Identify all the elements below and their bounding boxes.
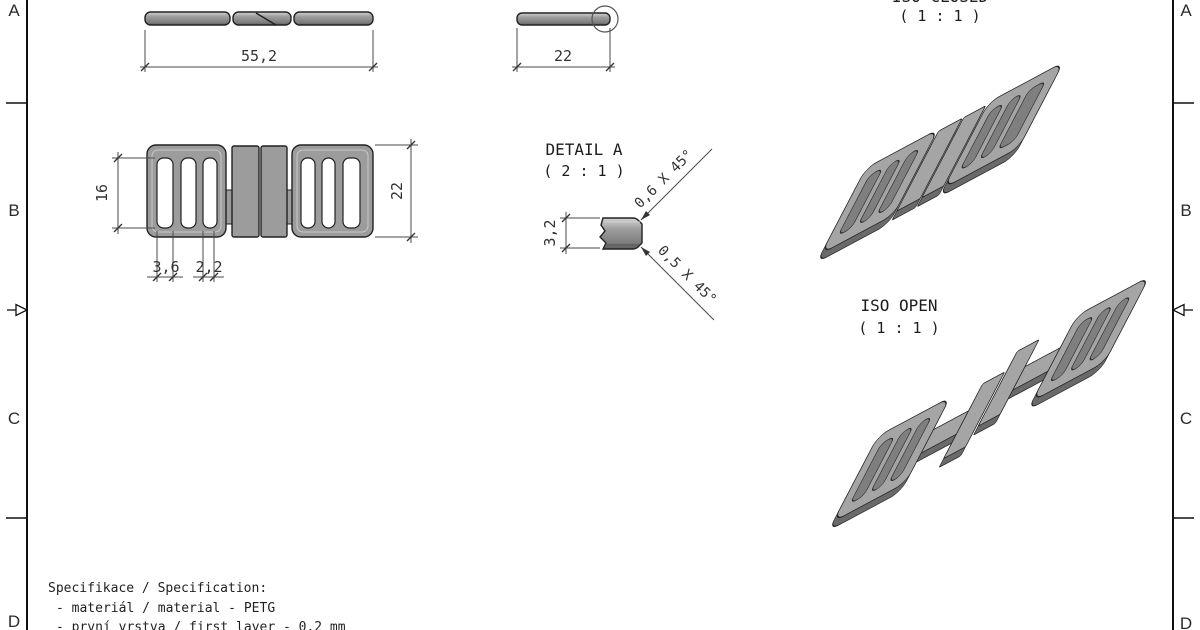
buckle-profile-mid-segment <box>232 11 292 26</box>
detail-a-marker-circle <box>591 5 619 33</box>
iso-open-scale: ( 1 : 1 ) <box>858 319 939 337</box>
zone-label-b-left: B <box>8 201 19 220</box>
dim-rib-width: 2,2 <box>193 231 224 282</box>
leader-arrowhead <box>641 211 650 220</box>
view-iso-open: ISO OPEN ( 1 : 1 ) <box>832 280 1146 527</box>
center-mark-arrow-left <box>7 303 29 317</box>
front-center-band-a <box>231 145 260 238</box>
detail-a-scale: ( 2 : 1 ) <box>543 162 624 180</box>
dim-overall-length-text: 55,2 <box>241 47 277 65</box>
front-left-slots <box>156 157 218 229</box>
zone-label-c-left: C <box>8 409 20 428</box>
dim-total-height-text: 22 <box>388 182 406 200</box>
chamfer-bottom-text: 0,5 X 45° <box>654 243 719 308</box>
view-front: 16 22 3,6 2,2 <box>93 139 418 282</box>
plate-rim-highlight <box>151 149 222 233</box>
detail-a-piece <box>599 217 643 250</box>
zone-label-b-right: B <box>1180 201 1191 220</box>
iso-closed-top-face <box>824 65 1060 251</box>
chamfer-top-text: 0,6 X 45° <box>632 147 697 212</box>
view-side-profile: 22 <box>512 5 619 72</box>
dim-slot-height-text: 16 <box>93 184 111 202</box>
dim-thickness-text: 3,2 <box>541 219 559 246</box>
zone-label-c-right: C <box>1180 409 1192 428</box>
iso-closed-model <box>820 65 1060 259</box>
iso-open-left-slots <box>851 418 931 502</box>
iso-open-right-slots <box>1050 297 1130 382</box>
dim-width-text: 22 <box>554 47 572 65</box>
dim-rib-width-text: 2,2 <box>195 258 222 276</box>
view-detail-a: DETAIL A ( 2 : 1 ) 3,2 0,6 X 45° 0,5 X 4… <box>541 140 719 321</box>
iso-closed-scale: ( 1 : 1 ) <box>899 7 980 25</box>
latch-seam-line <box>255 12 277 26</box>
plate-rim-highlight <box>296 149 369 233</box>
detail-a-title: DETAIL A <box>545 140 622 159</box>
zone-label-d-right: D <box>1180 614 1192 630</box>
dim-slot-width: 3,6 <box>147 231 183 282</box>
dim-total-height: 22 <box>375 139 418 243</box>
chamfer-callout-top: 0,6 X 45° <box>632 147 713 221</box>
spec-line-heading: Specifikace / Specification: <box>48 581 267 596</box>
buckle-profile-left-segment <box>144 11 231 26</box>
buckle-side-bar <box>516 12 611 26</box>
iso-open-left-half <box>832 372 1005 527</box>
leader-arrowhead <box>641 247 650 256</box>
spec-line-first-layer: - první vrstva / first layer - 0.2 mm <box>56 620 346 630</box>
iso-closed-slots <box>839 82 1045 234</box>
iso-open-title: ISO OPEN <box>860 296 937 315</box>
spec-line-material: - materiál / material - PETG <box>56 601 275 616</box>
specification-block: Specifikace / Specification: - materiál … <box>48 581 346 630</box>
dim-thickness: 3,2 <box>541 212 600 254</box>
center-mark-arrow-right <box>1171 303 1193 317</box>
dim-overall-length: 55,2 <box>140 30 378 72</box>
iso-closed-title: ISO CLOSED <box>892 0 988 6</box>
buckle-profile-right-segment <box>293 11 374 26</box>
view-top-profile: 55,2 <box>140 11 378 72</box>
iso-open-right-half <box>973 280 1146 436</box>
dim-width: 22 <box>512 28 615 72</box>
zone-label-d-left: D <box>8 612 20 630</box>
border-frame: A B C D A B C D <box>6 0 1194 630</box>
front-center-band-b <box>260 145 288 238</box>
zone-label-a-left: A <box>8 1 20 20</box>
zone-label-a-right: A <box>1180 1 1192 20</box>
dim-slot-width-text: 3,6 <box>152 258 179 276</box>
dim-slot-height: 16 <box>93 152 155 234</box>
front-right-slots <box>300 157 361 229</box>
chamfer-callout-bottom: 0,5 X 45° <box>640 243 719 321</box>
view-iso-closed: ISO CLOSED ( 1 : 1 ) <box>820 0 1060 259</box>
